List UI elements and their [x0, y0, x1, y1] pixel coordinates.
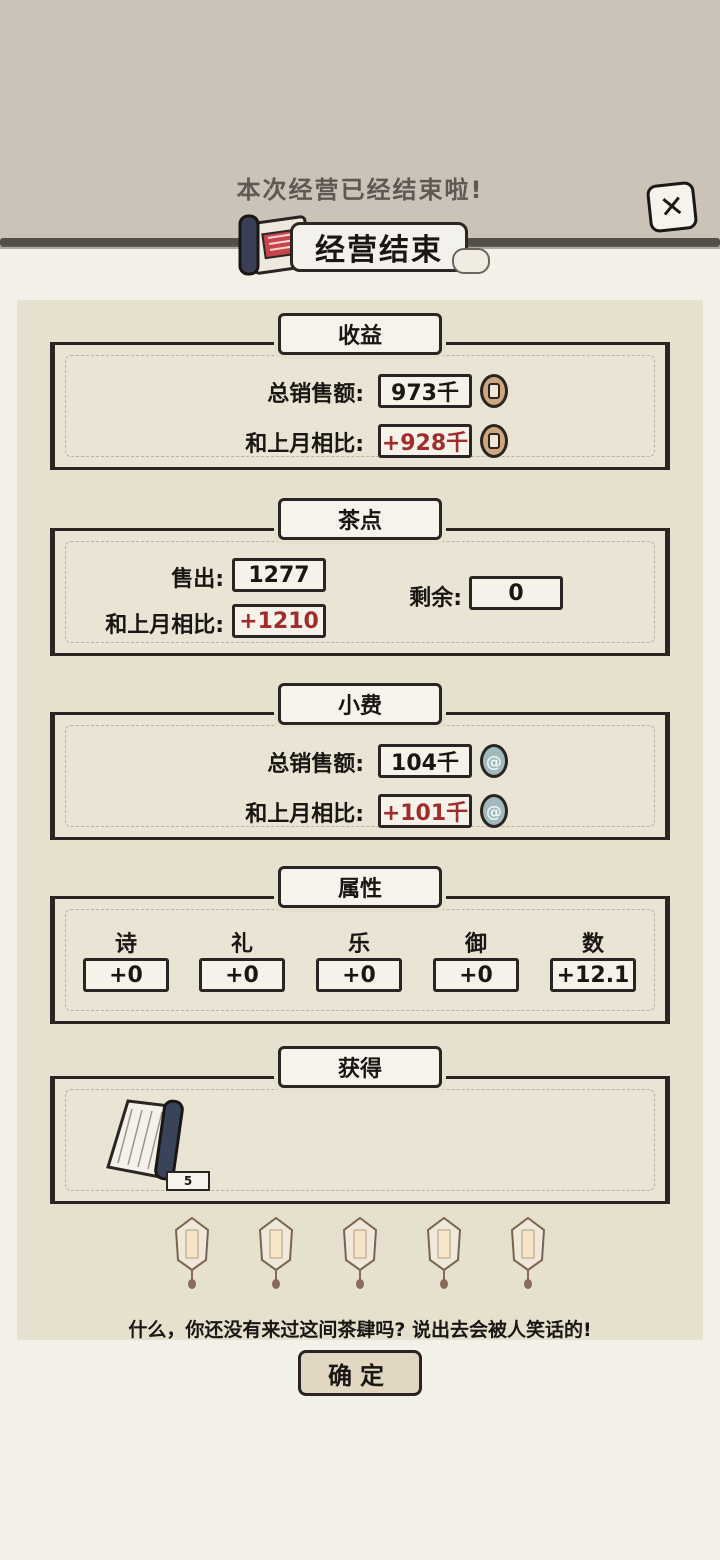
attribute-value: +0 [83, 958, 169, 992]
lantern-icon [258, 1216, 294, 1289]
confirm-button[interactable]: 确定 [298, 1350, 422, 1396]
attribute-value: +12.1 [550, 958, 636, 992]
jade-coin-icon [480, 744, 508, 778]
revenue-compare-label: 和上月相比: [245, 432, 364, 457]
title-banner: 经营结束 [232, 212, 490, 282]
attribute-value: +0 [316, 958, 402, 992]
revenue-tag: 收益 [278, 313, 442, 355]
ended-message: 本次经营已经结束啦! [236, 176, 484, 204]
revenue-total-label: 总销售额: [267, 382, 364, 407]
snacks-tag: 茶点 [278, 498, 442, 540]
lantern-icon [342, 1216, 378, 1289]
attribute-value: +0 [433, 958, 519, 992]
cloud-ornament [452, 248, 490, 274]
attribute-label: 礼 [230, 932, 253, 957]
close-icon: ✕ [657, 188, 687, 226]
page-title: 经营结束 [290, 222, 468, 272]
reward-count: 5 [166, 1171, 210, 1191]
attributes-tag: 属性 [278, 866, 442, 908]
attribute-label: 数 [581, 932, 604, 957]
copper-coin-icon [480, 424, 508, 458]
snacks-remaining-label: 剩余: [409, 586, 462, 611]
attribute-label: 诗 [114, 932, 137, 957]
copper-coin-icon [480, 374, 508, 408]
tip-message: 什么，你还没有来过这间茶肆吗? 说出去会被人笑话的! [128, 1319, 592, 1341]
snacks-compare-label: 和上月相比: [105, 613, 224, 638]
revenue-total-value: 973千 [378, 374, 472, 408]
rewards-tag: 获得 [278, 1046, 442, 1088]
tips-total-value: 104千 [378, 744, 472, 778]
tips-compare-value: +101千 [378, 794, 472, 828]
jade-coin-icon [480, 794, 508, 828]
lantern-icon [174, 1216, 210, 1289]
snacks-remaining-value: 0 [469, 576, 563, 610]
top-backdrop [0, 0, 720, 245]
revenue-section [50, 342, 670, 470]
lantern-icon [510, 1216, 546, 1289]
attribute-label: 御 [464, 932, 487, 957]
revenue-compare-value: +928千 [378, 424, 472, 458]
close-button[interactable]: ✕ [645, 180, 699, 234]
book-scroll-icon[interactable] [100, 1097, 210, 1193]
snacks-compare-value: +1210 [232, 604, 326, 638]
attribute-label: 乐 [347, 932, 370, 957]
tips-compare-label: 和上月相比: [245, 802, 364, 827]
tips-total-label: 总销售额: [267, 752, 364, 777]
snacks-sold-value: 1277 [232, 558, 326, 592]
attribute-value: +0 [199, 958, 285, 992]
lantern-icon [426, 1216, 462, 1289]
snacks-sold-label: 售出: [171, 567, 224, 592]
tips-tag: 小费 [278, 683, 442, 725]
